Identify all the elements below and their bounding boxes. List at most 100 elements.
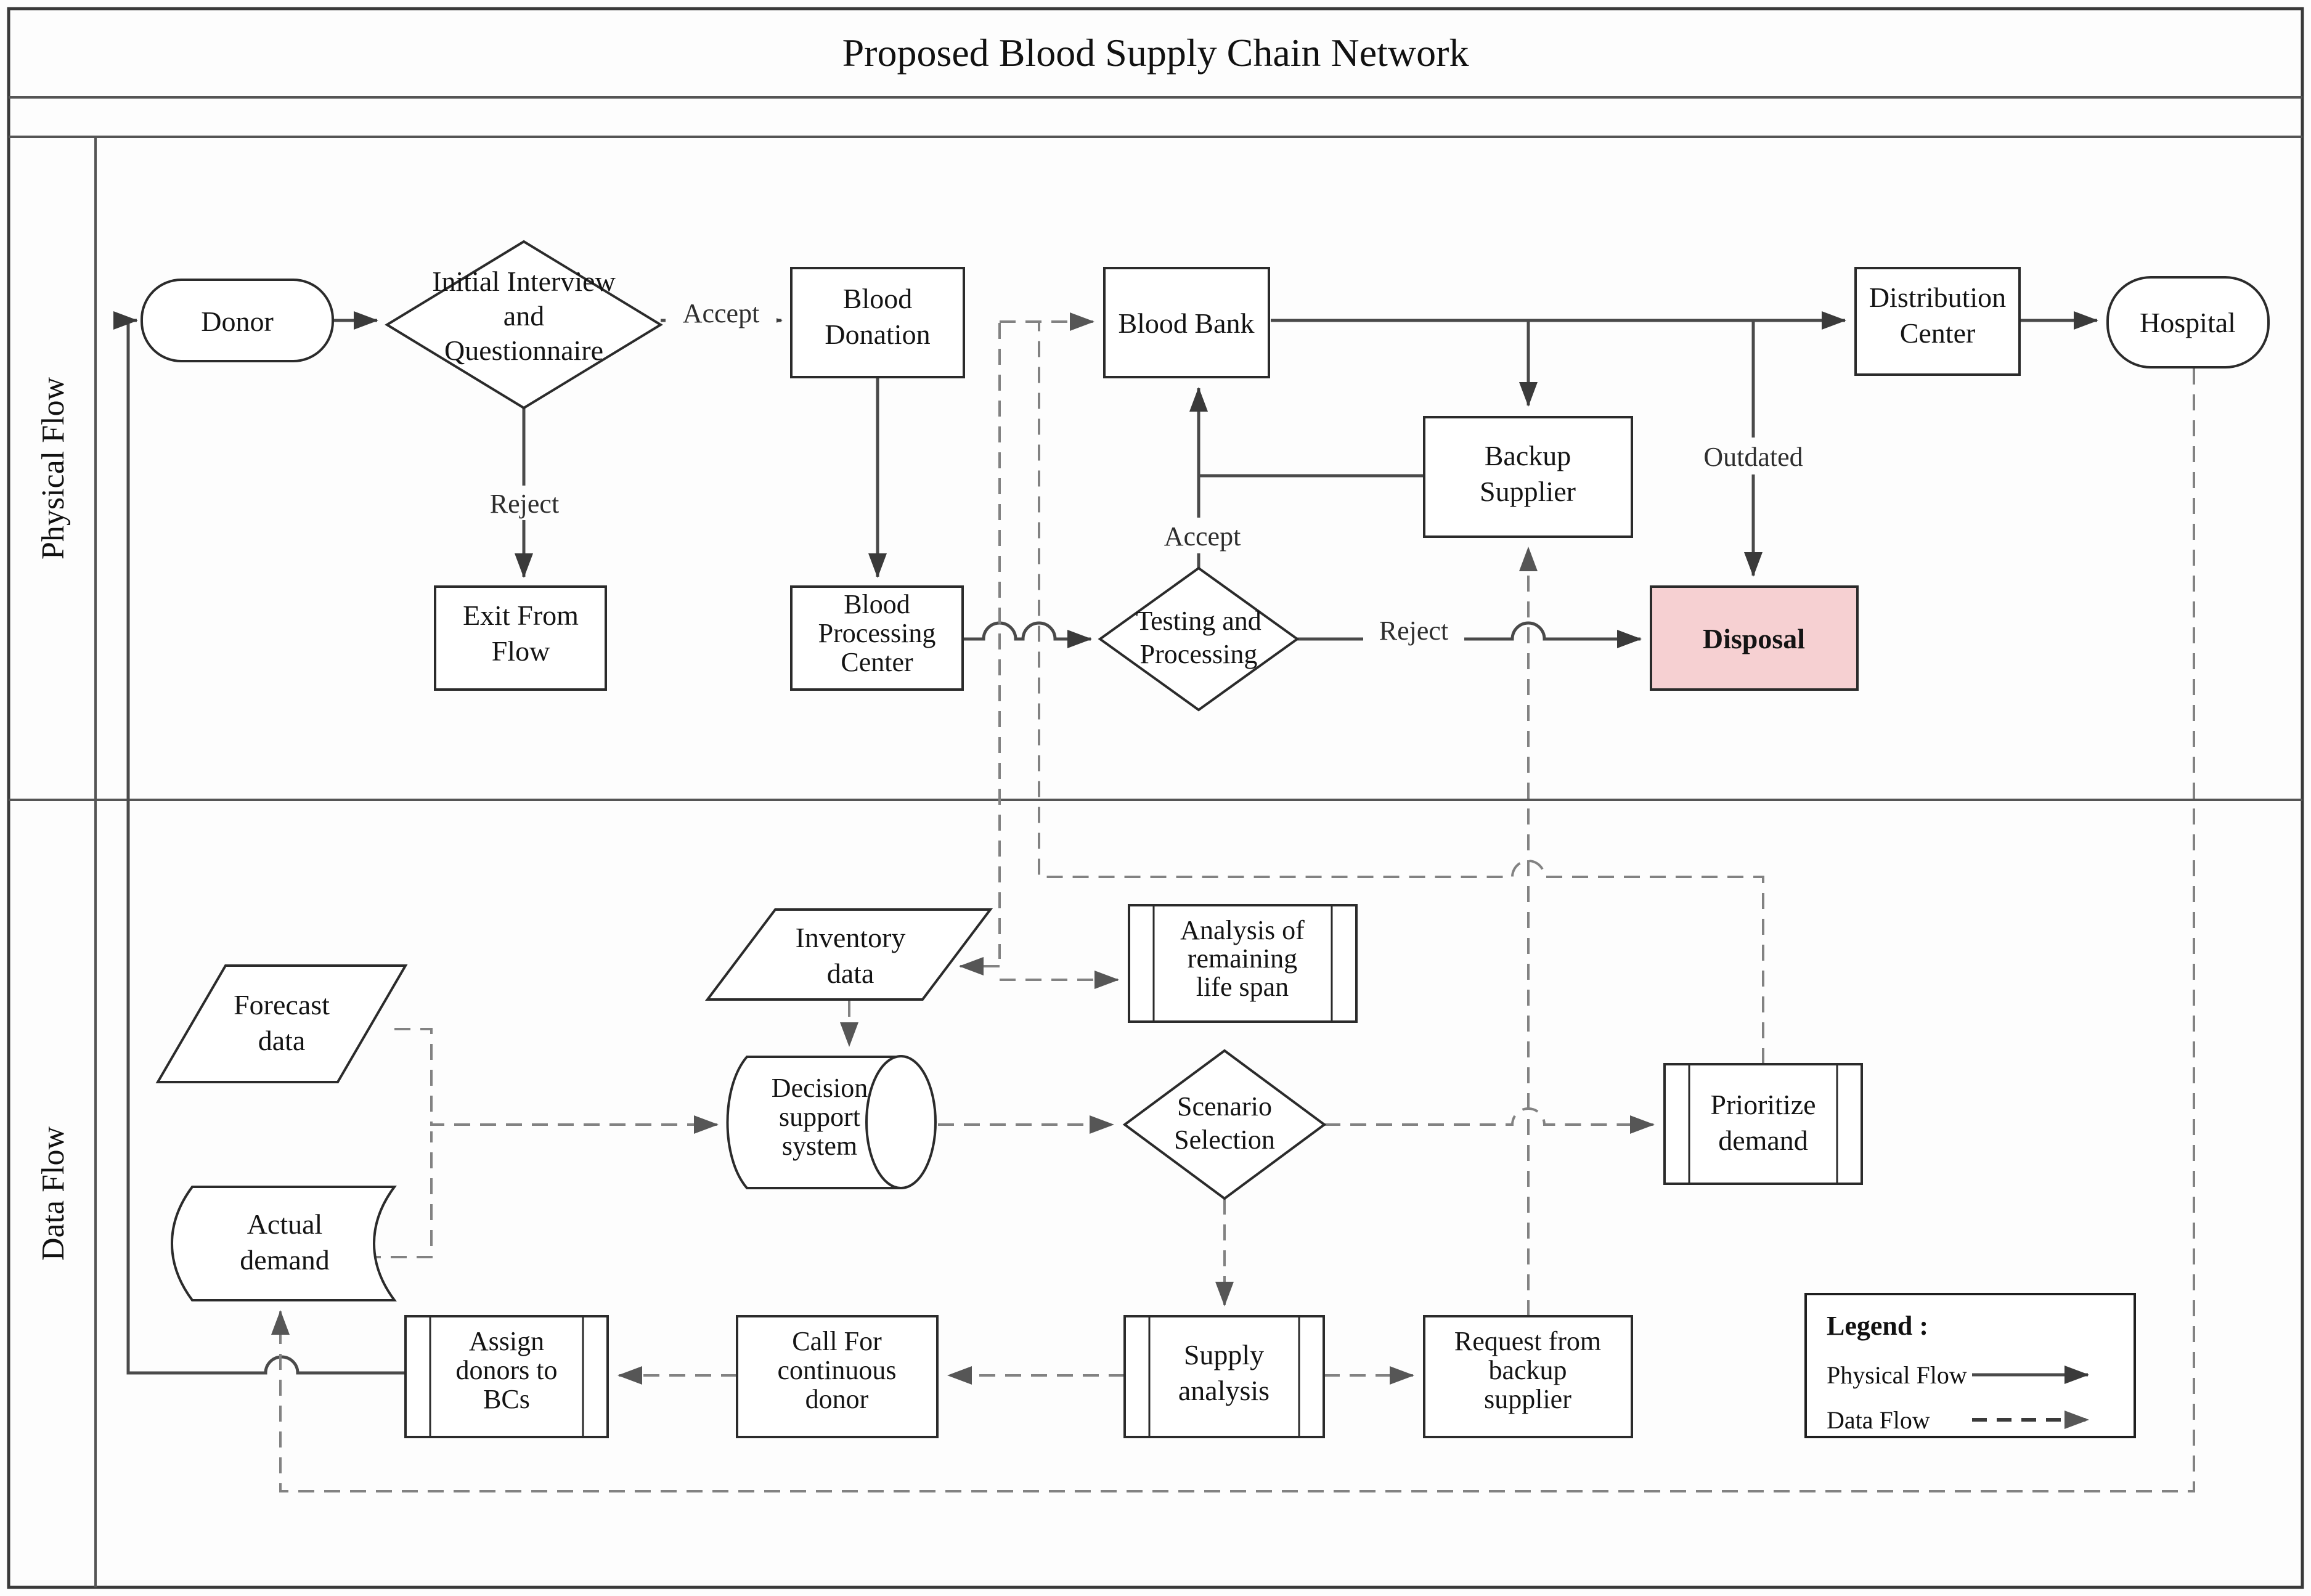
- testing-line2: Processing: [1140, 639, 1258, 669]
- scenario-line2: Selection: [1174, 1125, 1275, 1155]
- node-blood-donation: [790, 267, 965, 378]
- lane-label-data-flow: Data Flow: [36, 1126, 71, 1261]
- data-flow-nodes: Inventory data Analysis of remaining lif…: [155, 904, 1863, 1438]
- node-call-continuous-donor: [736, 1315, 939, 1438]
- bpc-line3: Center: [841, 647, 913, 677]
- actual-line2: demand: [240, 1244, 330, 1276]
- donor-label: Donor: [201, 306, 274, 337]
- prioritize-line1: Prioritize: [1710, 1089, 1816, 1120]
- physical-flow-nodes: Donor Initial Interview and Questionnair…: [141, 240, 2270, 712]
- request-line1: Request from: [1454, 1326, 1601, 1356]
- node-analysis-lifespan: [1128, 904, 1358, 1023]
- reject-label-bg: [475, 486, 574, 520]
- diagram-title: Proposed Blood Supply Chain Network: [842, 31, 1469, 75]
- analysis-line1: Analysis of: [1180, 915, 1305, 945]
- node-donor: [141, 279, 334, 362]
- node-distribution-center: [1854, 267, 2021, 376]
- node-scenario-selection-decision: [1122, 1049, 1327, 1200]
- edge-testing-reject-to-disposal: [1297, 621, 1642, 648]
- reject-testing-label-bg: [1363, 613, 1464, 647]
- scenario-line1: Scenario: [1177, 1091, 1272, 1122]
- lane-label-physical-flow: Physical Flow: [36, 377, 71, 560]
- call-line2: continuous: [777, 1355, 896, 1385]
- blood-donation-line1: Blood: [843, 283, 912, 314]
- bpc-line2: Processing: [818, 618, 936, 648]
- analysis-line2: remaining: [1188, 943, 1297, 974]
- node-decision-support-cap: [865, 1055, 937, 1189]
- node-supply-analysis: [1123, 1315, 1325, 1438]
- legend-data-flow-label: Data Flow: [1827, 1406, 1930, 1434]
- request-line2: backup: [1488, 1355, 1567, 1385]
- edge-assign-donors-to-donor: [113, 311, 406, 1375]
- edge-forecast-to-dss: [394, 1028, 719, 1134]
- assign-line1: Assign: [469, 1326, 544, 1356]
- call-line3: donor: [805, 1384, 869, 1414]
- outdated-label-bg: [1680, 438, 1827, 474]
- distribution-line2: Center: [1900, 317, 1976, 349]
- backup-line2: Supplier: [1480, 476, 1576, 507]
- outdated-label: Outdated: [1703, 442, 1803, 472]
- bpc-line1: Blood: [844, 589, 910, 619]
- exit-line1: Exit From: [463, 600, 579, 631]
- node-actual-demand: [171, 1186, 397, 1301]
- swimlane-frame: Proposed Blood Supply Chain Network Phys…: [7, 7, 2304, 1589]
- interview-line1: Initial Interview: [432, 266, 616, 297]
- edge-processing-center-to-testing: [963, 621, 1092, 648]
- edge-scenario-to-prioritize: [1324, 1107, 1655, 1134]
- node-prioritize-demand: [1663, 1063, 1863, 1185]
- node-decision-support-body: [726, 1056, 901, 1189]
- edge-actual-demand-to-junction: [365, 1131, 433, 1258]
- reject-testing-label: Reject: [1379, 616, 1448, 646]
- edge-hospital-to-actual-demand: [271, 368, 2195, 1492]
- supply-line2: analysis: [1178, 1375, 1270, 1406]
- interview-line2: and: [503, 300, 544, 332]
- inventory-line2: data: [827, 958, 874, 989]
- node-backup-supplier: [1423, 416, 1633, 538]
- analysis-line3: life span: [1196, 972, 1289, 1002]
- blood-bank-label: Blood Bank: [1118, 307, 1254, 339]
- data-flow-edges: [271, 312, 2195, 1492]
- actual-line1: Actual: [247, 1208, 323, 1240]
- call-line1: Call For: [792, 1326, 882, 1356]
- node-blood-bank: [1103, 267, 1270, 378]
- backup-line1: Backup: [1485, 440, 1571, 471]
- accept-label-bg: [666, 296, 776, 330]
- node-blood-processing-center: [790, 585, 964, 691]
- assign-line3: BCs: [483, 1384, 530, 1414]
- outer-border: [7, 7, 2304, 1589]
- edge-labels: Accept Reject Accept Reject Outdated: [475, 296, 1827, 647]
- node-request-backup: [1423, 1315, 1633, 1438]
- testing-line1: Testing and: [1136, 606, 1261, 636]
- accept-interview-label: Accept: [683, 298, 760, 328]
- interview-line3: Questionnaire: [444, 335, 603, 366]
- dss-line2: support: [779, 1102, 860, 1132]
- legend-physical-flow-label: Physical Flow: [1827, 1361, 1967, 1389]
- supply-line1: Supply: [1184, 1339, 1264, 1370]
- assign-line2: donors to: [456, 1355, 558, 1385]
- inventory-line1: Inventory: [796, 922, 906, 953]
- accept-testing-label-bg: [1146, 518, 1258, 553]
- node-forecast-data: [155, 964, 408, 1083]
- node-inventory-data: [704, 908, 993, 1001]
- node-exit-from-flow: [434, 585, 607, 691]
- forecast-line2: data: [258, 1025, 306, 1056]
- distribution-line1: Distribution: [1869, 282, 2006, 313]
- reject-interview-label: Reject: [490, 489, 559, 519]
- forecast-line1: Forecast: [234, 989, 330, 1020]
- node-hospital: [2106, 276, 2270, 368]
- prioritize-line2: demand: [1718, 1125, 1808, 1156]
- dss-line1: Decision: [772, 1073, 868, 1103]
- physical-flow-edges: [113, 311, 2098, 1375]
- node-disposal: [1650, 585, 1859, 691]
- node-assign-donors: [404, 1315, 609, 1438]
- node-testing-processing-decision: [1098, 566, 1300, 712]
- node-initial-interview-decision: [385, 240, 663, 410]
- dss-line3: system: [782, 1131, 857, 1161]
- legend: Legend : Physical Flow Data Flow: [1804, 1293, 2136, 1438]
- blood-donation-line2: Donation: [825, 319, 930, 350]
- exit-line2: Flow: [492, 635, 550, 667]
- request-line3: supplier: [1484, 1384, 1571, 1414]
- disposal-label: Disposal: [1703, 623, 1805, 654]
